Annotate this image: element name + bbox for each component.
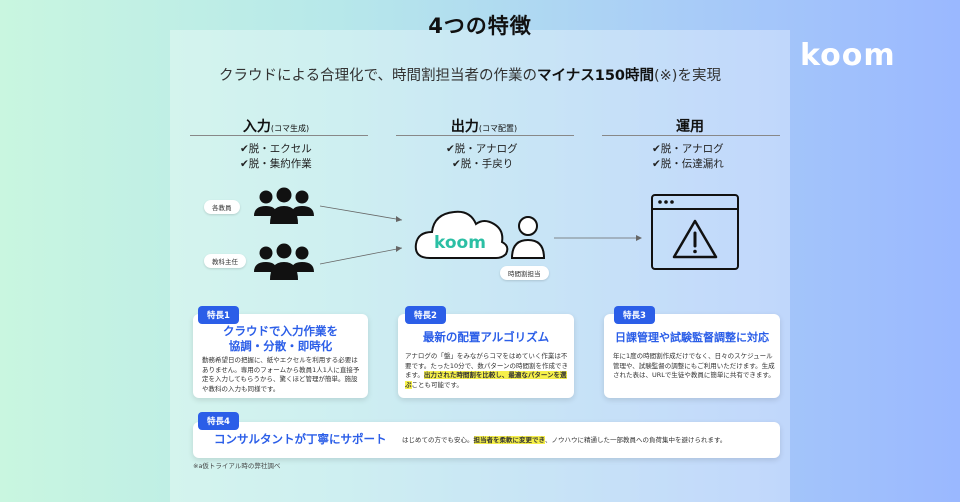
column-head-output: 出力(コマ配置) [450,119,518,135]
feature-tag: 特長2 [405,306,446,324]
feature-tag: 特長3 [614,306,655,324]
role-label-teachers: 各教員 [204,200,240,214]
footnote: ※a仮トライアル時の弊社調べ [193,462,281,470]
feature-title: 最新の配置アルゴリズム [422,330,550,344]
feature-card-3 [604,314,780,398]
check-item: ✔脱・伝達漏れ [652,158,724,170]
subtitle-prefix: クラウドによる合理化で、時間割担当者の作業の [219,68,538,84]
feature-title: コンサルタントが丁寧にサポート [214,432,387,446]
subtitle-suffix: (※)を実現 [654,68,721,84]
role-label-scheduler: 時間割担当 [500,266,549,280]
cloud-icon: koom [414,210,509,259]
column-head-input: 入力(コマ生成) [242,119,310,135]
feature-title: クラウドで入力作業を 協調・分散・即時化 [223,324,338,353]
browser-warning-icon [651,194,739,270]
column-checks-input: ✔脱・エクセル ✔脱・集約作業 [240,142,312,172]
feature-tag: 特長1 [198,306,239,324]
brand-logo: koom [800,38,896,73]
feature-body: 年に1度の時間割作成だけでなく、日々のスケジュール管理や、試験監督の調整にもご利… [613,352,775,380]
feature-body: はじめての方でも安心。担当者を柔軟に変更でき、ノウハウに精通した一部教員への負荷… [402,436,727,444]
check-item: ✔脱・アナログ [652,143,724,155]
arrow-icon [554,235,642,241]
check-item: ✔脱・アナログ [446,143,518,155]
group-icon [254,187,314,224]
subtitle-bold: マイナス150時間 [537,68,654,84]
column-divider [602,135,780,136]
check-item: ✔脱・集約作業 [240,158,312,170]
feature-title: 日課管理や試験監督調整に対応 [615,331,769,344]
page-title: 4つの特徴 [428,14,532,38]
subtitle: クラウドによる合理化で、時間割担当者の作業のマイナス150時間(※)を実現 [170,64,770,85]
cloud-brand-text: koom [434,233,486,253]
arrow-icon [319,205,403,265]
column-head-operation: 運用 [676,119,704,135]
column-divider [190,135,368,136]
check-item: ✔脱・エクセル [240,143,312,155]
person-icon [510,216,546,259]
feature-card-1 [193,314,368,398]
feature-card-2 [398,314,574,398]
feature-body: アナログの「盤」をみながらコマをはめていく作業は不要です。たった10分で、数パタ… [405,352,569,389]
check-item: ✔脱・手戻り [452,158,514,170]
highlight: 担当者を柔軟に変更でき [473,436,545,444]
column-checks-output: ✔脱・アナログ ✔脱・手戻り [446,142,518,172]
role-label-subject-lead: 教科主任 [204,254,246,268]
feature-tag: 特長4 [198,412,239,430]
column-divider [396,135,574,136]
feature-body: 勤務希望日の把握に、紙やエクセルを利用する必要はありません。専用のフォームから教… [202,356,360,393]
group-icon [254,243,314,280]
column-checks-operation: ✔脱・アナログ ✔脱・伝達漏れ [652,142,724,172]
